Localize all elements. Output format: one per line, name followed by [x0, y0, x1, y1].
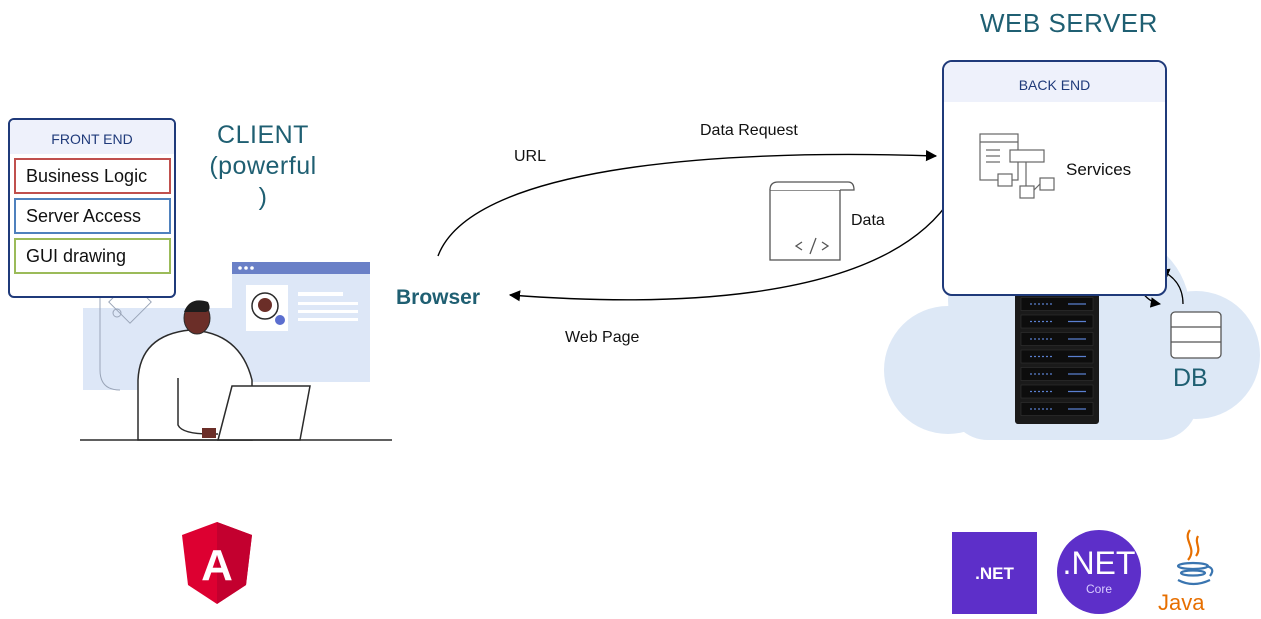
data-request-arrow [437, 150, 938, 257]
dotnet-core-sublabel: Core [1085, 582, 1112, 596]
data-request-label: Data Request [700, 122, 798, 139]
server-access-layer: Server Access [14, 198, 171, 234]
client-illustration [80, 262, 392, 441]
web-page-label: Web Page [565, 329, 640, 346]
client-title: CLIENT (powerful ) [209, 121, 317, 211]
server-rack [1015, 274, 1099, 424]
rack-body [1015, 274, 1099, 424]
code-document-icon [769, 181, 855, 261]
rack-unit [1020, 349, 1094, 364]
browser-label: Browser [396, 286, 481, 309]
services-label: Services [1066, 160, 1132, 179]
data-label: Data [851, 212, 885, 229]
back-end-panel: BACK END Services [942, 60, 1167, 296]
database-icon [1170, 311, 1222, 359]
angular-letter: A [201, 541, 233, 590]
java-cup-icon [1176, 529, 1214, 586]
dotnet-core-logo: .NET Core [1057, 530, 1141, 614]
gui-drawing-layer: GUI drawing [14, 238, 171, 274]
front-end-title: FRONT END [10, 120, 174, 154]
rack-unit [1020, 402, 1094, 416]
web-page-arrow [508, 196, 953, 302]
rack-unit [1020, 384, 1094, 399]
angular-logo: A [182, 522, 252, 604]
rack-unit [1020, 367, 1094, 381]
dotnet-core-label: .NET [1062, 545, 1136, 581]
rack-unit [1020, 332, 1094, 346]
rack-unit [1020, 297, 1094, 311]
web-server-title: WEB SERVER [980, 8, 1158, 38]
java-logo-text: Java [1158, 590, 1205, 615]
db-label: DB [1173, 364, 1208, 392]
business-logic-layer: Business Logic [14, 158, 171, 194]
back-end-title: BACK END [944, 62, 1165, 102]
url-label: URL [514, 148, 547, 165]
rack-unit [1020, 314, 1094, 329]
front-end-panel: FRONT END Business Logic Server Access G… [8, 118, 176, 298]
dotnet-logo: .NET [952, 532, 1037, 614]
